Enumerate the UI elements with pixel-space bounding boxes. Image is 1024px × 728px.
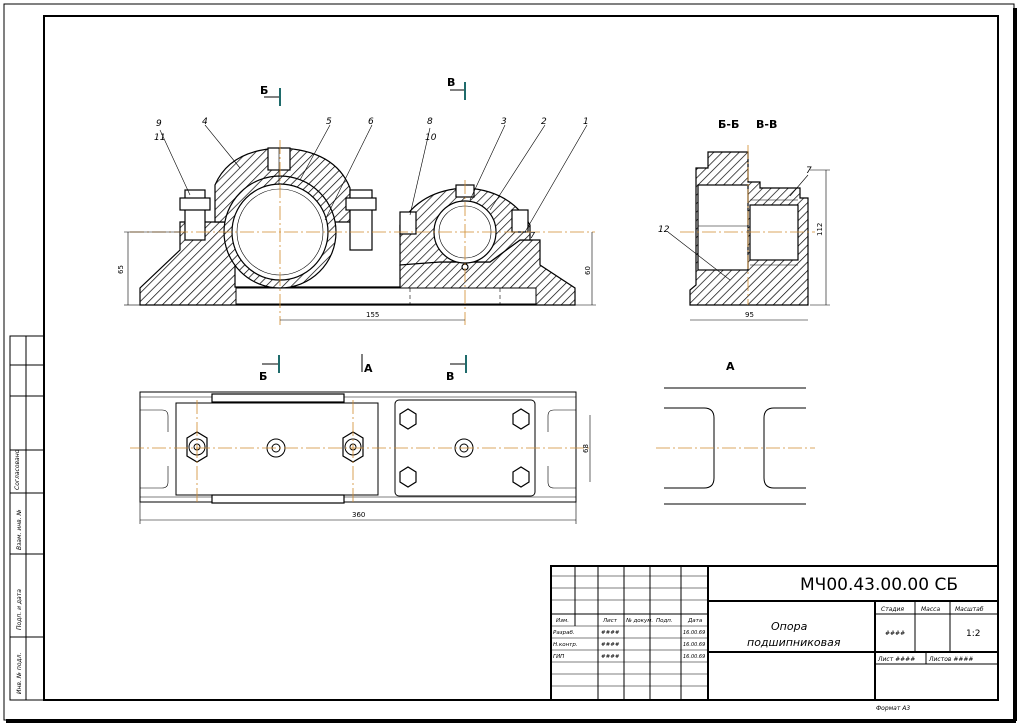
date-gip: 16.00.69: [683, 654, 705, 660]
pos-3: 3: [501, 117, 507, 127]
pos-5: 5: [326, 117, 332, 127]
section-mark-b-top: Б: [260, 84, 268, 97]
title-block: Изм. Лист № докум. Подп. Дата Разраб. Н.…: [550, 565, 999, 701]
dim-95: 95: [745, 311, 754, 319]
name-line-2: подшипниковая: [747, 636, 841, 649]
col-ndok: № докум.: [625, 618, 653, 624]
side-label-podp-data: Подп. и дата: [16, 589, 23, 630]
plan-view: Б А В: [130, 354, 591, 524]
pos-12: 12: [658, 225, 670, 235]
pos-1: 1: [583, 117, 589, 127]
pos-2: 2: [541, 117, 547, 127]
row-gip: ГИП: [553, 654, 564, 660]
side-stamp: Согласовано Взам. инв. № Подп. и дата Ин…: [9, 335, 45, 701]
stamp-stadiya-value: ####: [885, 630, 905, 637]
side-label-inv-podl: Инв. № подл.: [16, 653, 23, 694]
section-title-bb: Б-Б: [718, 118, 739, 131]
stamp-massa: Масса: [921, 606, 940, 613]
front-view: 65 155 60 9 11 4 5 6 8 10 3 2 1 7 Б В: [117, 76, 596, 325]
name-line-1: Опора: [771, 620, 808, 633]
col-list: Лист: [602, 618, 618, 624]
view-mark-a-plan: А: [364, 362, 373, 375]
view-a-title: А: [726, 360, 735, 373]
name-razrab: ####: [601, 630, 620, 636]
sheets-count: Листов ####: [928, 656, 973, 663]
sheet-outline: [3, 3, 1015, 721]
sheet-number: Лист ####: [877, 656, 915, 663]
pos-10: 10: [425, 133, 437, 143]
pos-11: 11: [154, 133, 165, 143]
plan-base-outline: [139, 391, 577, 503]
name-nkontr: ####: [601, 642, 620, 648]
dim-65: 65: [117, 265, 125, 274]
section-mark-v-top: В: [447, 76, 455, 89]
stamp-masshtab: Масштаб: [955, 606, 984, 613]
nut-group-small-cap: [399, 408, 530, 488]
pos-9: 9: [156, 119, 162, 129]
stamp-stadiya: Стадия: [881, 606, 904, 613]
pos-8: 8: [427, 117, 433, 127]
date-razrab: 16.00.69: [683, 630, 705, 636]
col-data: Дата: [687, 618, 703, 624]
side-label-vzam-inv: Взам. инв. №: [16, 509, 23, 550]
row-nkontr: Н.контр.: [553, 642, 578, 648]
dim-68: 68: [582, 444, 590, 453]
section-bore: [697, 184, 749, 271]
section-view: Б-Б В-В 112 95 7 12: [658, 118, 830, 321]
col-izm: Изм.: [556, 618, 569, 624]
section-title-vv: В-В: [756, 118, 777, 131]
dim-360: 360: [352, 511, 365, 519]
stamp-masshtab-value: 1:2: [966, 629, 980, 639]
side-label-soglasovano: Согласовано: [14, 449, 21, 490]
format-label: Формат A3: [876, 705, 910, 712]
pos-7-section: 7: [806, 166, 812, 176]
pos-6: 6: [368, 117, 374, 127]
pos-4: 4: [202, 117, 208, 127]
col-podp: Подп.: [656, 618, 673, 624]
dim-155: 155: [366, 311, 379, 319]
section-mark-v-plan: В: [446, 370, 454, 383]
name-gip: ####: [601, 654, 620, 660]
dim-112: 112: [816, 223, 824, 236]
view-a: А: [656, 360, 815, 505]
date-nkontr: 16.00.69: [683, 642, 705, 648]
section-mark-b-plan: Б: [259, 370, 267, 383]
row-razrab: Разраб.: [553, 630, 575, 636]
pos-7: 7: [530, 231, 536, 240]
dim-60: 60: [584, 266, 592, 275]
designation: МЧ00.43.00.00 СБ: [800, 575, 958, 595]
